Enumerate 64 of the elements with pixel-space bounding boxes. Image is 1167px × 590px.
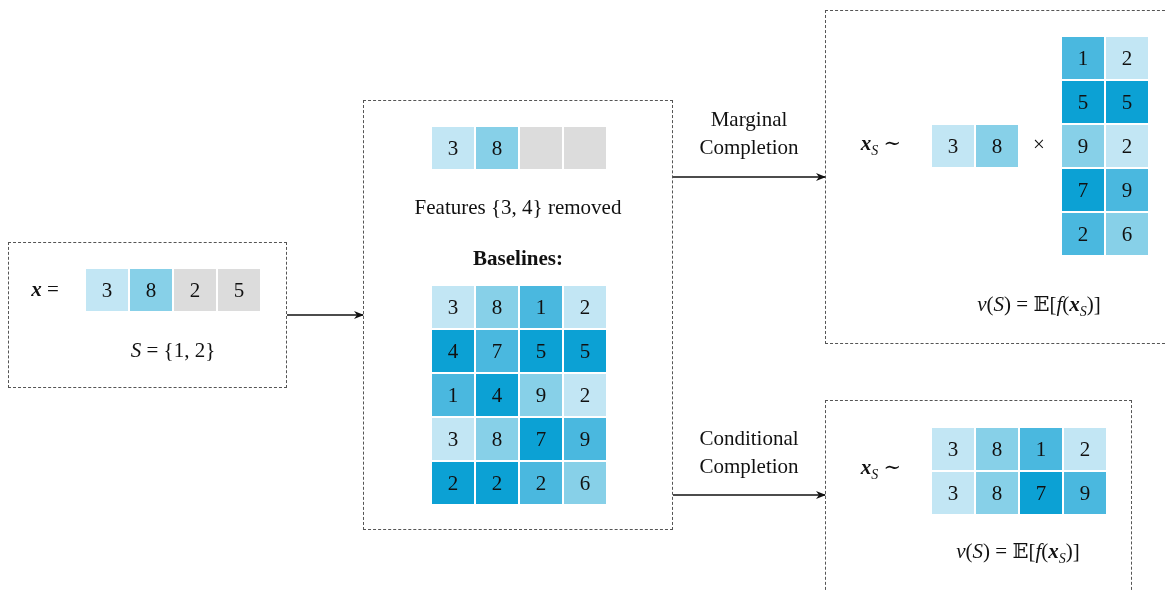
empty-cell: [520, 127, 562, 169]
caption-text: Features {3, 4} removed: [414, 196, 622, 220]
value-cell: 3: [432, 418, 474, 460]
value-cell: 3: [932, 472, 974, 514]
value-cell: 2: [1062, 213, 1104, 255]
value-cell: 1: [1062, 37, 1104, 79]
value-cell: 2: [174, 269, 216, 311]
value-cell: 9: [1106, 169, 1148, 211]
value-cell: 2: [432, 462, 474, 504]
value-cell: 7: [476, 330, 518, 372]
value-cell: 3: [932, 125, 974, 167]
formula-text: v(S) = 𝔼[f(x$_{S}$)]: [977, 292, 1101, 320]
value-cell: 8: [476, 286, 518, 328]
value-cell: 8: [976, 428, 1018, 470]
formula-text: x$_{S}$ ∼: [860, 131, 902, 159]
formula-text: S = {1, 2}: [130, 339, 216, 363]
arrow: [672, 173, 826, 181]
value-cell: 5: [1062, 81, 1104, 123]
dashed-box: [825, 400, 1132, 590]
value-cell: 4: [432, 330, 474, 372]
empty-cell: [564, 127, 606, 169]
arrow: [286, 311, 364, 319]
heading-text: Baselines:: [473, 247, 563, 271]
value-cell: 8: [976, 125, 1018, 167]
value-cell: 3: [932, 428, 974, 470]
arrow: [672, 491, 826, 499]
value-cell: 8: [476, 418, 518, 460]
dashed-box: [8, 242, 287, 388]
value-cell: 5: [1106, 81, 1148, 123]
value-cell: 9: [520, 374, 562, 416]
value-cell: 5: [218, 269, 260, 311]
value-cell: 2: [476, 462, 518, 504]
dashed-box: [363, 100, 673, 530]
value-cell: 9: [1062, 125, 1104, 167]
value-cell: 9: [1064, 472, 1106, 514]
value-cell: 7: [1020, 472, 1062, 514]
formula-text: x$_{S}$ ∼: [860, 455, 902, 483]
value-cell: 1: [432, 374, 474, 416]
value-cell: 3: [86, 269, 128, 311]
value-cell: 5: [564, 330, 606, 372]
value-cell: 6: [564, 462, 606, 504]
formula-text: v(S) = 𝔼[f(x$_{S}$)]: [956, 539, 1080, 567]
value-cell: 2: [1106, 125, 1148, 167]
operator-symbol: ×: [1033, 133, 1045, 157]
value-cell: 7: [520, 418, 562, 460]
value-cell: 1: [1020, 428, 1062, 470]
value-cell: 1: [520, 286, 562, 328]
value-cell: 8: [476, 127, 518, 169]
value-cell: 2: [564, 286, 606, 328]
value-cell: 3: [432, 286, 474, 328]
value-cell: 4: [476, 374, 518, 416]
value-cell: 9: [564, 418, 606, 460]
value-cell: 5: [520, 330, 562, 372]
value-cell: 7: [1062, 169, 1104, 211]
value-cell: 2: [520, 462, 562, 504]
dashed-box: [825, 10, 1167, 344]
value-cell: 6: [1106, 213, 1148, 255]
value-cell: 2: [1106, 37, 1148, 79]
value-cell: 2: [564, 374, 606, 416]
formula-text: x =: [31, 278, 59, 302]
value-cell: 3: [432, 127, 474, 169]
value-cell: 8: [976, 472, 1018, 514]
value-cell: 8: [130, 269, 172, 311]
value-cell: 2: [1064, 428, 1106, 470]
